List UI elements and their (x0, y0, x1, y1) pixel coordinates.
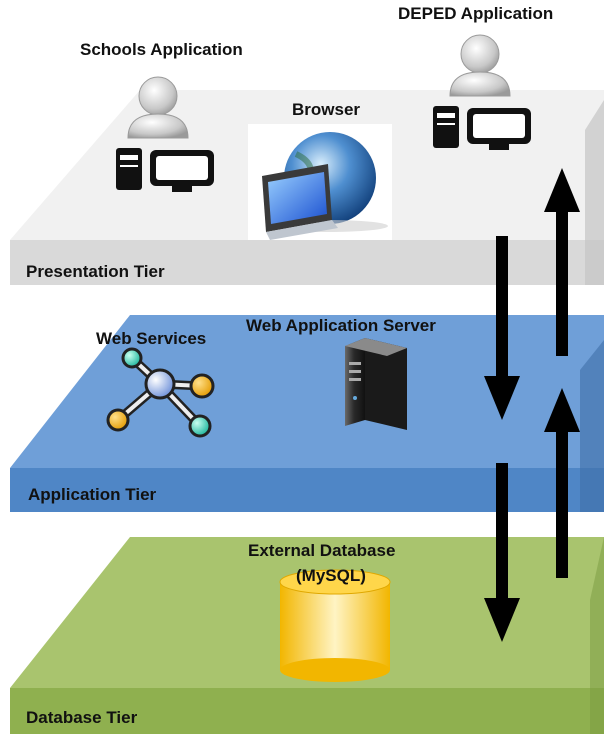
globe-browser-icon (248, 124, 392, 240)
computer-icon (433, 106, 531, 150)
browser-label: Browser (292, 100, 361, 119)
server-tower-icon (345, 338, 407, 430)
application-tier-top (10, 315, 604, 468)
database-tier-front (10, 688, 604, 734)
flow-arrow-icon (484, 463, 520, 642)
web-services-network-icon (106, 347, 215, 438)
mysql-label: (MySQL) (296, 566, 366, 585)
user-icon (449, 34, 511, 97)
computer-icon (116, 148, 214, 192)
application-tier-label: Application Tier (28, 485, 157, 504)
application-tier-right (580, 340, 604, 512)
database-tier-label: Database Tier (26, 708, 138, 727)
application-tier-front (10, 468, 604, 512)
presentation-tier-front (10, 240, 604, 285)
flow-arrow-icon (484, 236, 520, 420)
flow-arrow-icon (544, 168, 580, 356)
database-cylinder-icon (279, 569, 391, 682)
deped-application-label: DEPED Application (398, 4, 554, 23)
web-application-server-label: Web Application Server (246, 316, 436, 335)
external-database-label: External Database (248, 541, 396, 560)
web-services-label: Web Services (96, 329, 207, 348)
schools-application-label: Schools Application (80, 40, 243, 59)
flow-arrow-icon (544, 388, 580, 578)
presentation-tier-label: Presentation Tier (26, 262, 165, 281)
application-tier (10, 315, 604, 512)
user-icon (127, 76, 189, 139)
database-tier-side (590, 537, 604, 734)
presentation-tier-right (585, 100, 604, 285)
